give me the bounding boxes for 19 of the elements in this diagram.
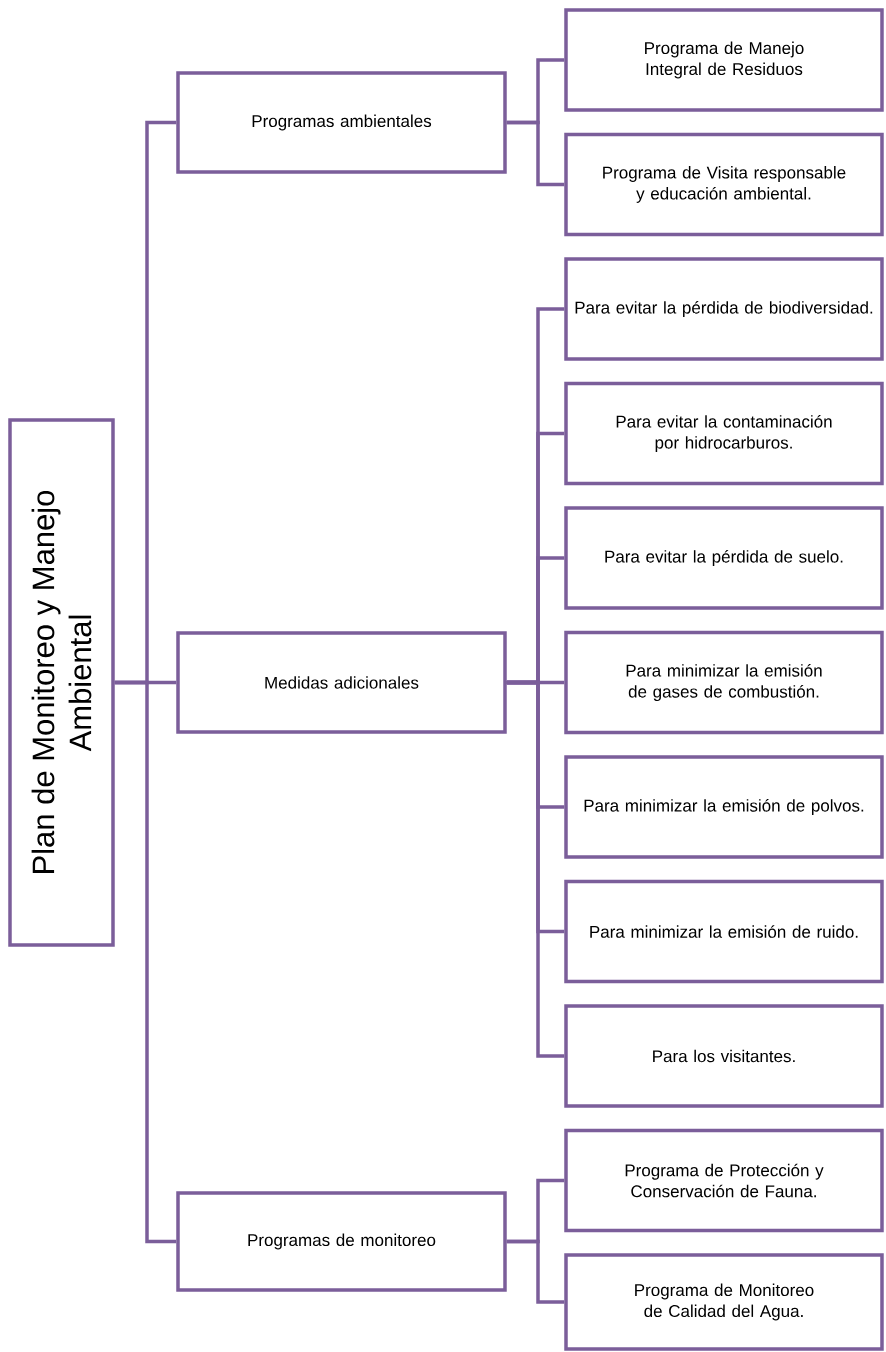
category-box: Programas de monitoreo <box>176 1191 507 1292</box>
root-box: Plan de Monitoreo y Manejo Ambiental <box>8 418 115 947</box>
item-box: Para minimizar la emisión de gases de combustión. <box>564 630 884 735</box>
item-box: Programa de Manejo Integral de Residuos <box>564 8 884 112</box>
category-box: Programas ambientales <box>176 71 507 174</box>
connector-line <box>114 680 177 1244</box>
connector-line <box>506 680 565 1058</box>
connector-line <box>506 120 565 187</box>
item-box: Programa de Monitoreo de Calidad del Agua. <box>564 1253 884 1351</box>
item-box: Programa de Protección y Conservación de Fauna. <box>564 1128 884 1233</box>
item-box: Para los visitantes. <box>564 1004 884 1108</box>
item-box: Para evitar la contaminación por hidrocarburos. <box>564 381 884 486</box>
item-box: Para evitar la pérdida de biodiversidad. <box>564 257 884 361</box>
item-box: Para minimizar la emisión de ruido. <box>564 879 884 984</box>
item-box: Para evitar la pérdida de suelo. <box>564 506 884 610</box>
item-box: Programa de Visita responsable y educación ambiental. <box>564 132 884 237</box>
item-box: Para minimizar la emisión de polvos. <box>564 755 884 859</box>
connector-line <box>506 1239 565 1304</box>
category-box: Medidas adicionales <box>176 631 507 734</box>
